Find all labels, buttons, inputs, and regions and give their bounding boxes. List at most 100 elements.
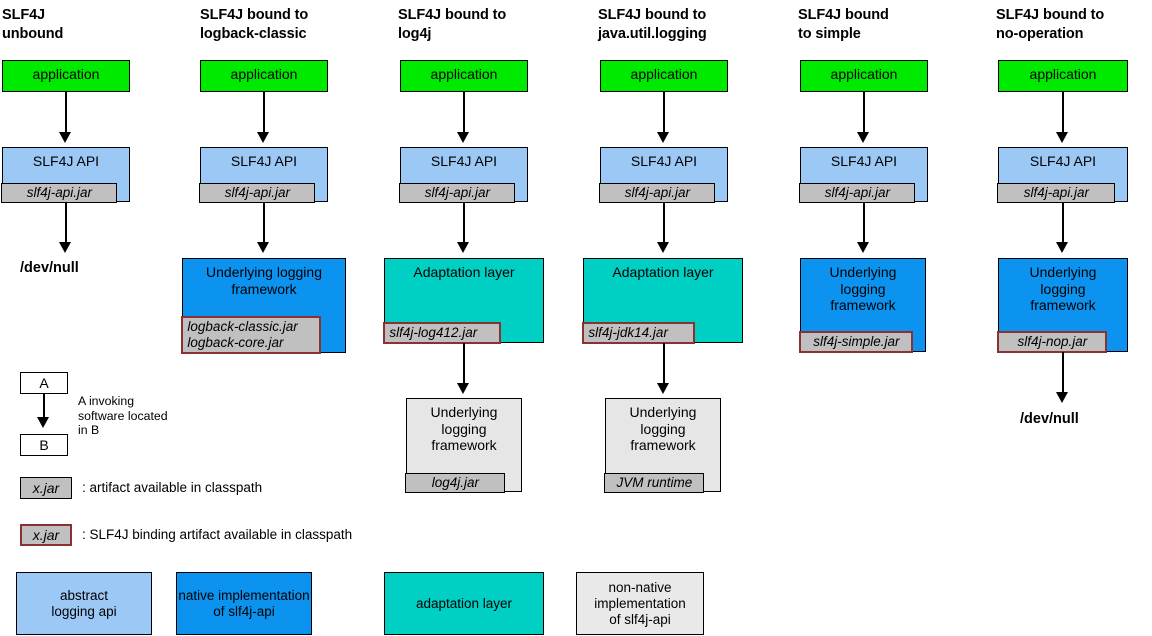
jar-chip-slf4j-api: slf4j-api.jar (599, 182, 716, 203)
node-label: application (830, 66, 898, 82)
node-label: application (1029, 66, 1097, 82)
column-title-jul: SLF4J bound to java.util.logging (598, 7, 707, 42)
node-label: application (230, 66, 298, 82)
node-label: Underlying logging framework (206, 264, 322, 297)
node-application-col3: application (400, 60, 528, 92)
node-underlying-framework-col4: Underlying logging framework JVM runtime (604, 398, 721, 493)
jar-chip-jvm-runtime: JVM runtime (604, 472, 705, 493)
legend-chip-binding: x.jar (20, 524, 72, 546)
node-label: application (430, 66, 498, 82)
legend-box-a: A (20, 372, 68, 394)
arrow-line (263, 92, 265, 137)
arrow-head-icon (457, 242, 469, 253)
arrow-line (1062, 92, 1064, 137)
terminal-devnull-col6: /dev/null (1020, 411, 1079, 427)
node-label: SLF4J API (830, 153, 898, 169)
arrow-head-icon (59, 132, 71, 143)
arrow-line (463, 343, 465, 388)
arrow-line (43, 394, 45, 422)
node-application-col4: application (600, 60, 728, 92)
node-label: SLF4J API (230, 153, 298, 169)
node-label: application (32, 66, 100, 82)
arrow-line (65, 202, 67, 247)
arrow-line (663, 202, 665, 247)
node-label: Underlying logging framework (829, 264, 897, 313)
node-label: SLF4J API (32, 153, 100, 169)
jar-chip-slf4j-api: slf4j-api.jar (199, 182, 316, 203)
arrow-line (1062, 202, 1064, 247)
node-adaptation-layer-col3: Adaptation layer slf4j-log412.jar (383, 258, 544, 344)
arrow-head-icon (257, 242, 269, 253)
column-title-nop: SLF4J bound to no-operation (996, 7, 1105, 42)
arrow-line (663, 343, 665, 388)
legend-chip-artifact: x.jar (20, 477, 72, 499)
node-underlying-framework-col6: Underlying logging framework slf4j-nop.j… (997, 258, 1128, 353)
node-underlying-framework-col2: Underlying logging framework logback-cla… (181, 258, 346, 354)
jar-chip-slf4j-api: slf4j-api.jar (399, 182, 516, 203)
arrow-line (1062, 352, 1064, 397)
node-label: Underlying logging framework (629, 404, 697, 453)
legend-swatch-non-native-impl: non-native implementation of slf4j-api (576, 572, 704, 635)
arrow-head-icon (857, 242, 869, 253)
terminal-devnull-col1: /dev/null (20, 260, 79, 276)
legend-swatch-abstract-api: abstract logging api (16, 572, 152, 635)
jar-chip-slf4j-api: slf4j-api.jar (997, 182, 1116, 203)
legend-artifact-caption: : artifact available in classpath (82, 480, 263, 495)
node-label: Adaptation layer (413, 264, 515, 280)
arrow-head-icon (37, 417, 49, 428)
node-slf4j-api-col1: SLF4J API slf4j-api.jar (1, 147, 130, 203)
arrow-head-icon (657, 132, 669, 143)
arrow-line (463, 92, 465, 137)
arrow-line (663, 92, 665, 137)
arrow-head-icon (1056, 132, 1068, 143)
jar-chip-slf4j-api: slf4j-api.jar (1, 182, 118, 203)
column-title-log4j: SLF4J bound to log4j (398, 7, 507, 42)
arrow-head-icon (657, 383, 669, 394)
node-label: application (630, 66, 698, 82)
jar-chip-slf4j-simple: slf4j-simple.jar (799, 330, 914, 353)
column-title-unbound: SLF4J unbound (2, 7, 64, 42)
jar-chip-slf4j-jdk14: slf4j-jdk14.jar (582, 321, 696, 344)
jar-chip-logback: logback-classic.jar logback-core.jar (181, 315, 322, 354)
legend-swatch-adaptation-layer: adaptation layer (384, 572, 544, 635)
column-title-logback: SLF4J bound to logback-classic (200, 7, 309, 42)
legend-binding-caption: : SLF4J binding artifact available in cl… (82, 527, 353, 542)
arrow-line (863, 202, 865, 247)
node-label: Adaptation layer (612, 264, 714, 280)
node-adaptation-layer-col4: Adaptation layer slf4j-jdk14.jar (582, 258, 743, 344)
node-underlying-framework-col5: Underlying logging framework slf4j-simpl… (799, 258, 926, 353)
column-title-simple: SLF4J bound to simple (798, 7, 889, 42)
node-application-col5: application (800, 60, 928, 92)
arrow-head-icon (59, 242, 71, 253)
node-label: SLF4J API (630, 153, 698, 169)
node-label: Underlying logging framework (1029, 264, 1097, 313)
jar-chip-slf4j-log412: slf4j-log412.jar (383, 321, 502, 344)
arrow-head-icon (457, 132, 469, 143)
node-slf4j-api-col5: SLF4J API slf4j-api.jar (799, 147, 928, 203)
node-slf4j-api-col2: SLF4J API slf4j-api.jar (199, 147, 328, 203)
node-slf4j-api-col6: SLF4J API slf4j-api.jar (997, 147, 1128, 203)
node-label: SLF4J API (1029, 153, 1097, 169)
node-label: SLF4J API (430, 153, 498, 169)
arrow-head-icon (1056, 242, 1068, 253)
node-application-col6: application (998, 60, 1128, 92)
node-application-col1: application (2, 60, 130, 92)
node-label: Underlying logging framework (430, 404, 498, 453)
arrow-head-icon (257, 132, 269, 143)
arrow-line (863, 92, 865, 137)
legend-box-b: B (20, 434, 68, 456)
jar-chip-log4j: log4j.jar (405, 472, 506, 493)
node-slf4j-api-col4: SLF4J API slf4j-api.jar (599, 147, 728, 203)
node-slf4j-api-col3: SLF4J API slf4j-api.jar (399, 147, 528, 203)
legend-invoke-caption: A invoking software located in B (78, 394, 168, 437)
arrow-head-icon (1056, 392, 1068, 403)
arrow-line (463, 202, 465, 247)
arrow-line (65, 92, 67, 137)
arrow-head-icon (457, 383, 469, 394)
legend-swatch-native-impl: native implementation of slf4j-api (176, 572, 312, 635)
arrow-line (263, 202, 265, 247)
node-application-col2: application (200, 60, 328, 92)
node-underlying-framework-col3: Underlying logging framework log4j.jar (405, 398, 522, 493)
arrow-head-icon (857, 132, 869, 143)
